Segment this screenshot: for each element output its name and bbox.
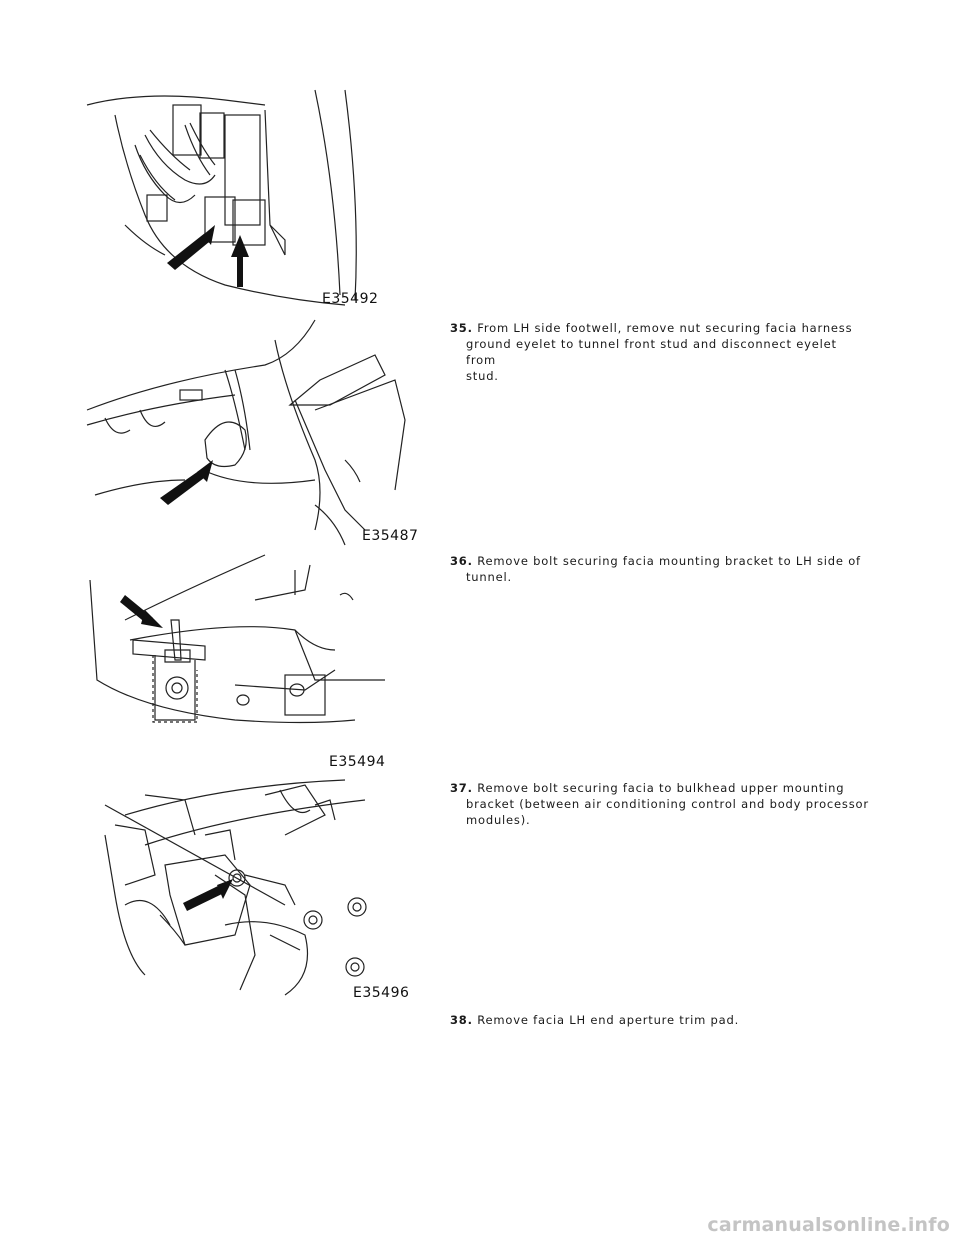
- figure-code: E35496: [353, 985, 410, 1001]
- figure-e35492: E35492: [85, 85, 405, 315]
- figure-code: E35492: [322, 291, 379, 307]
- step-text-line: Remove bolt securing facia mounting brac…: [477, 554, 861, 568]
- ground-eyelet-illustration: [86, 319, 406, 546]
- step-36: 36. Remove bolt securing facia mounting …: [450, 553, 870, 585]
- step-text-line: Remove bolt securing facia to bulkhead u…: [477, 781, 845, 795]
- step-text-line: ground eyelet to tunnel front stud and d…: [466, 337, 837, 367]
- step-number: 35.: [450, 321, 473, 335]
- step-text-line: From LH side footwell, remove nut securi…: [477, 321, 853, 335]
- step-text-line: modules).: [466, 813, 531, 827]
- mounting-bracket-illustration: [89, 554, 385, 724]
- step-number: 38.: [450, 1013, 473, 1027]
- wiring-harness-illustration: [86, 89, 357, 306]
- step-35: 35. From LH side footwell, remove nut se…: [450, 320, 870, 384]
- step-37: 37. Remove bolt securing facia to bulkhe…: [450, 780, 870, 828]
- figure-code: E35494: [329, 754, 386, 770]
- figure-code: E35487: [362, 528, 419, 544]
- step-text-line: tunnel.: [466, 570, 512, 584]
- step-number: 36.: [450, 554, 473, 568]
- step-text-line: Remove facia LH end aperture trim pad.: [477, 1013, 740, 1027]
- figure-e35494: E35494: [85, 550, 385, 775]
- step-38: 38. Remove facia LH end aperture trim pa…: [450, 1012, 870, 1028]
- step-text-line: stud.: [466, 369, 499, 383]
- watermark: carmanualsonline.info: [707, 1214, 950, 1236]
- step-text-line: bracket (between air conditioning contro…: [466, 797, 869, 811]
- step-number: 37.: [450, 781, 473, 795]
- figure-e35496: E35496: [85, 775, 409, 1005]
- figure-e35487: E35487: [85, 310, 419, 550]
- bulkhead-bracket-illustration: [104, 779, 367, 996]
